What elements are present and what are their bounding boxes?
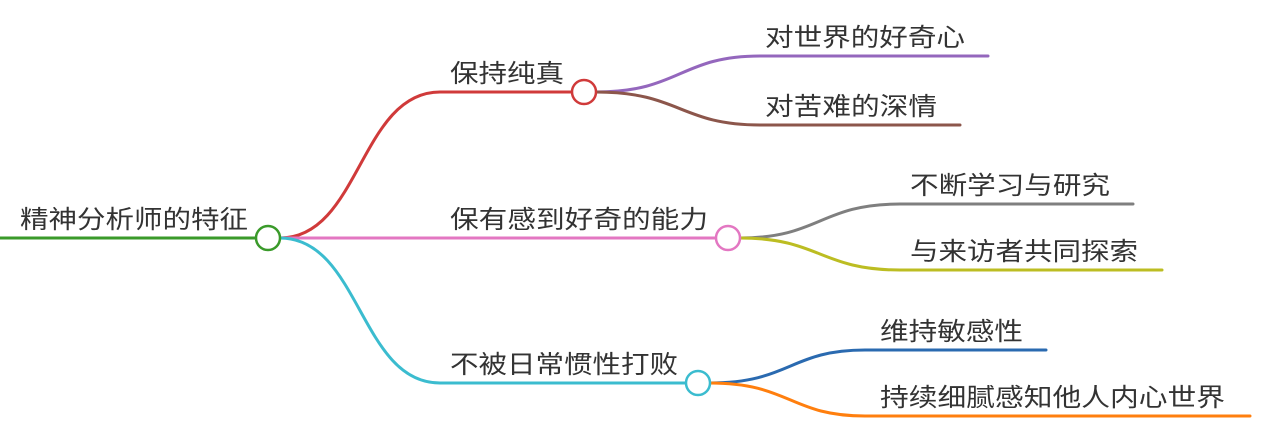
branch-2-node-toggle[interactable] <box>714 224 742 252</box>
branch-3-node-toggle[interactable] <box>684 369 712 397</box>
edge-child-3-2 <box>708 381 1252 418</box>
branch-1-node-toggle[interactable] <box>570 78 598 106</box>
edge-child-3-1 <box>708 348 1048 385</box>
branch-topic[interactable]: 保有感到好奇的能力 <box>450 205 708 234</box>
subtopic[interactable]: 对世界的好奇心 <box>765 23 965 52</box>
edge-child-2-1 <box>738 202 1135 240</box>
branch-topic[interactable]: 保持纯真 <box>450 59 564 88</box>
edge-child-1-1 <box>594 54 990 94</box>
edge-branch-1 <box>278 90 574 240</box>
root-topic[interactable]: 精神分析师的特征 <box>20 205 248 234</box>
root-node-toggle[interactable] <box>254 224 282 252</box>
edge-child-2-2 <box>738 236 1164 272</box>
subtopic[interactable]: 不断学习与研究 <box>910 171 1110 200</box>
subtopic[interactable]: 持续细腻感知他人内心世界 <box>880 383 1225 412</box>
subtopic[interactable]: 与来访者共同探索 <box>910 237 1138 266</box>
edge-branch-3 <box>278 236 688 385</box>
edge-child-1-2 <box>594 90 962 127</box>
subtopic[interactable]: 对苦难的深情 <box>765 92 937 121</box>
branch-topic[interactable]: 不被日常惯性打败 <box>450 350 678 379</box>
subtopic[interactable]: 维持敏感性 <box>880 317 1023 346</box>
